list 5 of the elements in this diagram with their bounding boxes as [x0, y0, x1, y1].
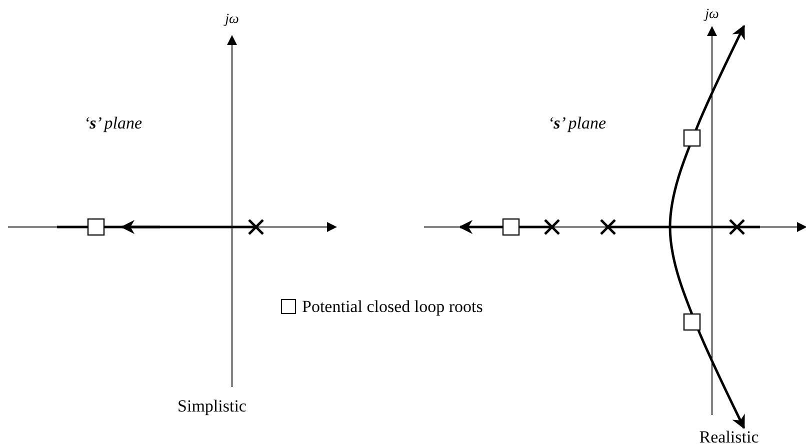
plot-caption: Realistic: [698, 428, 760, 446]
axis-label: jω: [224, 13, 240, 27]
legend-text: Potential closed loop roots: [302, 298, 483, 315]
plot-caption: Simplistic: [176, 398, 248, 414]
axis-label: jω: [704, 8, 720, 22]
